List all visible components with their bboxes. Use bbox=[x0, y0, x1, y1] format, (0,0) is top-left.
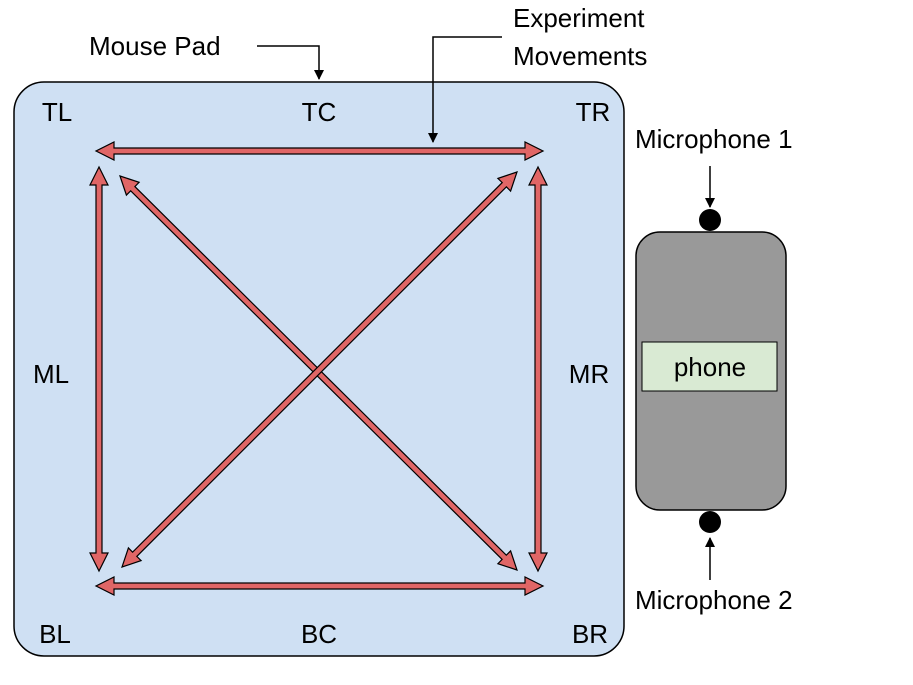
microphone-2-dot bbox=[699, 511, 721, 533]
label-tr: TR bbox=[576, 97, 611, 127]
experiment-movements-label-line2: Movements bbox=[513, 41, 647, 71]
phone-screen bbox=[641, 341, 778, 392]
arrow-left bbox=[89, 165, 109, 573]
phone-label: phone bbox=[674, 352, 746, 382]
arrow-top bbox=[94, 141, 545, 161]
arrow-bottom bbox=[94, 576, 545, 596]
movement-arrows bbox=[89, 141, 548, 596]
arrow-right bbox=[528, 165, 548, 573]
experiment-movements-label-line1: Experiment bbox=[513, 3, 645, 33]
mouse-pad-label: Mouse Pad bbox=[89, 31, 221, 61]
microphone-1-label: Microphone 1 bbox=[635, 124, 793, 154]
label-br: BR bbox=[572, 619, 608, 649]
microphone-2-label: Microphone 2 bbox=[635, 585, 793, 615]
label-tc: TC bbox=[302, 97, 337, 127]
label-tl: TL bbox=[42, 97, 72, 127]
microphone-1-dot bbox=[699, 209, 721, 231]
label-bl: BL bbox=[39, 619, 71, 649]
arrow-diag-tr-bl bbox=[121, 171, 518, 568]
mouse-pad-pointer bbox=[257, 45, 324, 80]
experiment-movements-pointer bbox=[428, 36, 502, 143]
label-mr: MR bbox=[569, 359, 609, 389]
label-bc: BC bbox=[301, 619, 337, 649]
label-ml: ML bbox=[33, 359, 69, 389]
